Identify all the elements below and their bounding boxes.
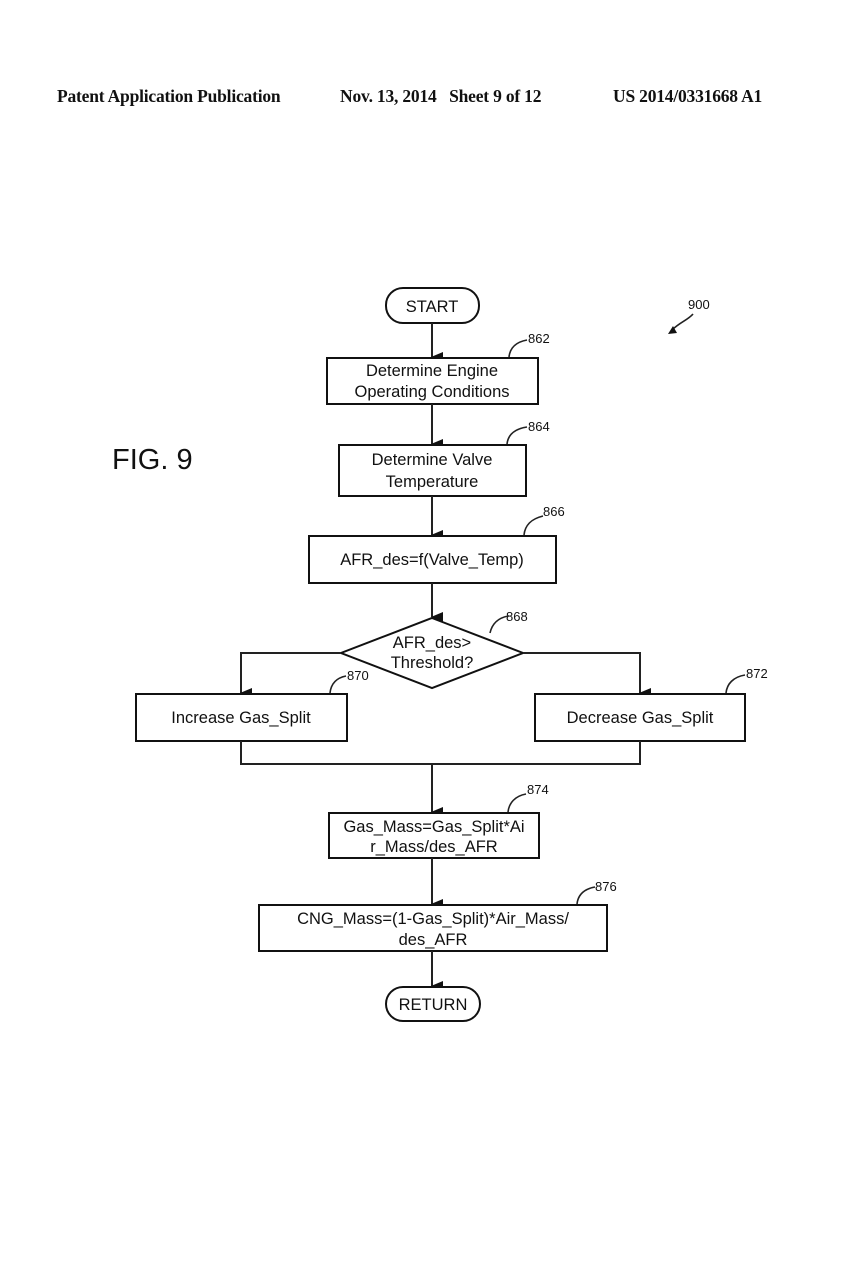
figure-ref-arrow-icon [668, 326, 677, 334]
arrow-868-872 [523, 652, 651, 698]
figure-label: FIG. 9 [112, 444, 193, 476]
step-866-leader [523, 515, 544, 536]
step-862-ref: 862 [528, 331, 550, 346]
step-864-leader [506, 426, 528, 445]
start-terminal: START [385, 287, 480, 324]
decision-868-line-1: AFR_des> [393, 634, 471, 652]
figure-ref-leader [671, 313, 694, 331]
decision-868-afr-des-threshold: AFR_des> Threshold? 868 [338, 609, 528, 690]
step-876-ref: 876 [595, 879, 617, 894]
decision-868-leader [489, 615, 509, 634]
publication-number: US 2014/0331668 A1 [613, 86, 763, 106]
step-874-line-2: r_Mass/des_AFR [370, 838, 498, 856]
decision-868-ref: 868 [506, 609, 528, 624]
step-872-leader [725, 674, 746, 694]
step-864-line-1: Determine Valve [372, 451, 493, 469]
step-876-leader [576, 886, 596, 905]
step-874-gas-mass: Gas_Mass=Gas_Split*Ai r_Mass/des_AFR 874 [328, 782, 549, 859]
step-866-afr-des-function: AFR_des=f(Valve_Temp) 866 [308, 504, 565, 584]
step-864-determine-valve-temperature: Determine Valve Temperature 864 [338, 419, 550, 497]
step-866-ref: 866 [543, 504, 565, 519]
step-876-line-2: des_AFR [399, 931, 468, 949]
step-864-line-2: Temperature [386, 473, 479, 491]
step-862-line-2: Operating Conditions [354, 383, 509, 401]
start-label: START [406, 298, 459, 316]
step-874-line-1: Gas_Mass=Gas_Split*Ai [343, 818, 524, 836]
return-terminal: RETURN [385, 986, 481, 1022]
step-874-ref: 874 [527, 782, 549, 797]
merge-line [240, 741, 641, 765]
step-862-leader [508, 339, 528, 358]
figure-ref-label: 900 [688, 297, 710, 312]
step-870-increase-gas-split: Increase Gas_Split 870 [135, 668, 369, 742]
step-872-decrease-gas-split: Decrease Gas_Split 872 [534, 666, 768, 742]
publication-title: Patent Application Publication [57, 86, 281, 106]
publication-date-sheet: Nov. 13, 2014 Sheet 9 of 12 [340, 86, 542, 106]
step-874-leader [507, 793, 527, 813]
step-866-line-1: AFR_des=f(Valve_Temp) [340, 551, 524, 569]
arrow-868-870 [240, 652, 341, 698]
step-876-cng-mass: CNG_Mass=(1-Gas_Split)*Air_Mass/ des_AFR… [258, 879, 617, 952]
step-872-ref: 872 [746, 666, 768, 681]
step-872-label: Decrease Gas_Split [567, 709, 714, 727]
decision-868-line-2: Threshold? [391, 654, 474, 672]
step-870-label: Increase Gas_Split [171, 709, 311, 727]
step-862-line-1: Determine Engine [366, 362, 498, 380]
step-864-ref: 864 [528, 419, 550, 434]
return-label: RETURN [399, 996, 468, 1014]
step-876-line-1: CNG_Mass=(1-Gas_Split)*Air_Mass/ [297, 910, 569, 928]
step-862-determine-engine-operating-conditions: Determine Engine Operating Conditions 86… [326, 331, 550, 405]
figure-ref-900: 900 [668, 297, 710, 334]
step-870-ref: 870 [347, 668, 369, 683]
step-870-leader [329, 675, 347, 694]
